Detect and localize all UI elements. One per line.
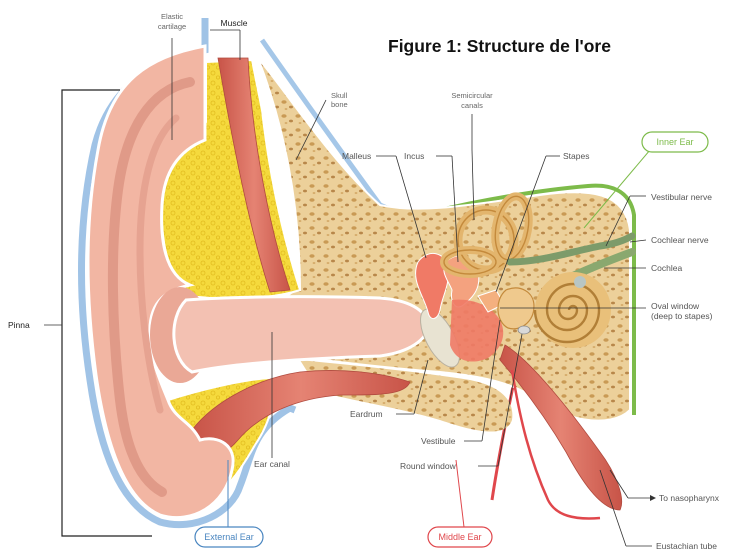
- label-vestibular-nerve: Vestibular nerve: [651, 192, 712, 202]
- label-to-nasopharynx: To nasopharynx: [659, 493, 720, 503]
- external-ear-pill-label: External Ear: [204, 532, 254, 542]
- label-incus: Incus: [404, 151, 424, 161]
- label-elastic-cartilage-line1: Elastic: [161, 12, 183, 21]
- label-semicircular-canals-line2: canals: [461, 101, 483, 110]
- label-pinna: Pinna: [8, 320, 30, 330]
- label-oval-window-line1: Oval window: [651, 301, 700, 311]
- round-window-shape: [518, 326, 530, 334]
- cochlea-shape: [535, 272, 611, 348]
- label-ear-canal: Ear canal: [254, 459, 290, 469]
- label-eustachian-tube: Eustachian tube: [656, 541, 717, 551]
- figure-title: Figure 1: Structure de l'ore: [388, 36, 611, 57]
- label-muscle: Muscle: [221, 18, 248, 28]
- label-oval-window-line2: (deep to stapes): [651, 311, 713, 321]
- label-skull-bone-line1: Skull: [331, 91, 348, 100]
- label-round-window: Round window: [400, 461, 457, 471]
- label-malleus: Malleus: [342, 151, 371, 161]
- label-cochlear-nerve: Cochlear nerve: [651, 235, 709, 245]
- middle-ear-pill-label: Middle Ear: [438, 532, 481, 542]
- label-skull-bone-line2: bone: [331, 100, 348, 109]
- label-stapes: Stapes: [563, 151, 589, 161]
- label-elastic-cartilage-line2: cartilage: [158, 22, 186, 31]
- label-vestibule: Vestibule: [421, 436, 456, 446]
- label-semicircular-canals-line1: Semicircular: [451, 91, 493, 100]
- label-cochlea: Cochlea: [651, 263, 682, 273]
- label-eardrum: Eardrum: [350, 409, 383, 419]
- inner-ear-pill-label: Inner Ear: [656, 137, 693, 147]
